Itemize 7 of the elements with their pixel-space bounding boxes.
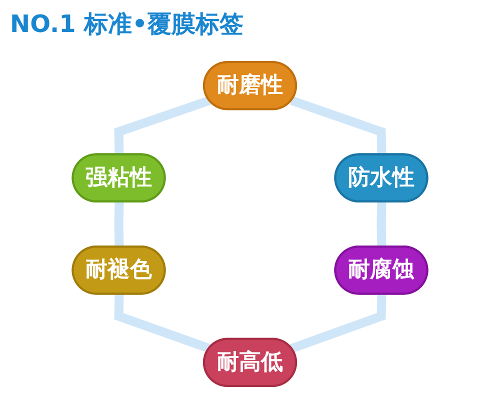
title: NO.1 标准•覆膜标签 bbox=[10, 9, 244, 40]
connector bbox=[290, 96, 386, 155]
connector bbox=[114, 202, 124, 248]
connector bbox=[114, 96, 211, 155]
connector bbox=[376, 202, 386, 248]
connector bbox=[290, 294, 386, 353]
connector bbox=[114, 294, 211, 353]
